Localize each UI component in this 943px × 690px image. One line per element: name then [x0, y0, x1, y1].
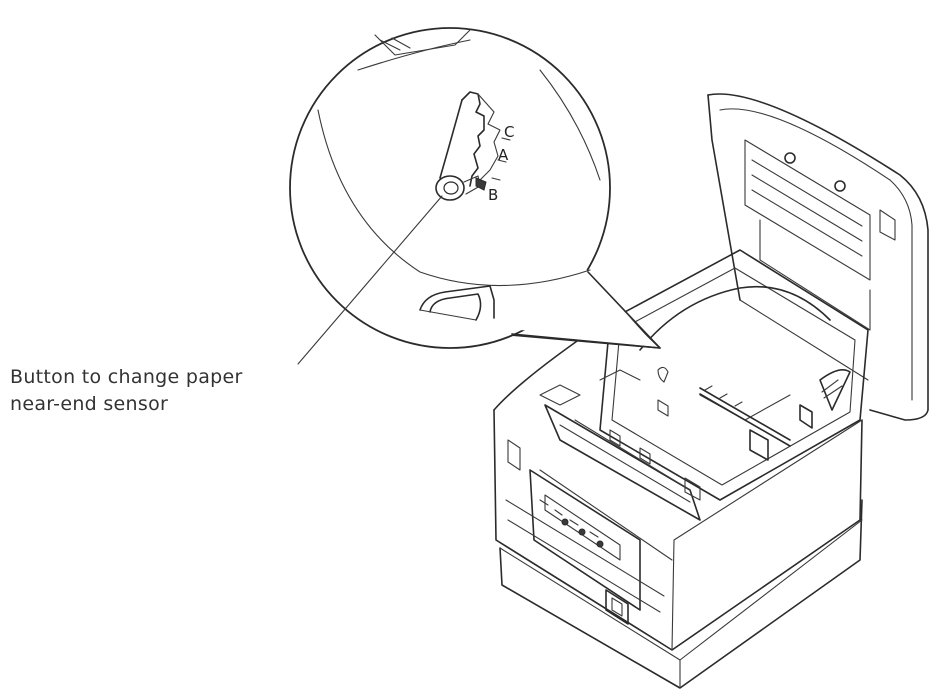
position-label-a: A	[498, 146, 509, 164]
callout-line-2: near-end sensor	[10, 393, 169, 415]
position-label-b: B	[488, 186, 498, 204]
callout-label: Button to change paper near-end sensor	[10, 364, 243, 418]
printer-body	[493, 93, 929, 689]
callout-line-1: Button to change paper	[10, 366, 243, 388]
magnifier-callout	[289, 27, 661, 349]
position-label-c: C	[504, 123, 514, 141]
leader-line	[297, 195, 443, 365]
